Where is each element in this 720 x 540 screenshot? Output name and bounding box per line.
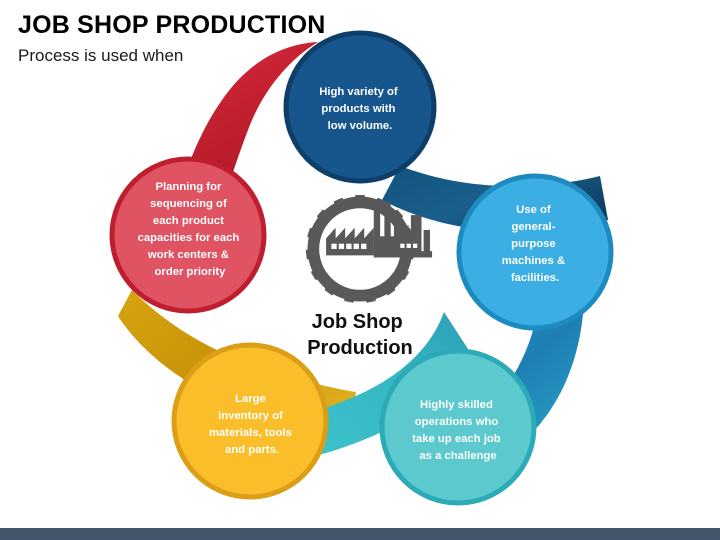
node-label: Highly skilled operations who take up ea… [412,399,504,462]
factory-gear-icon [305,194,433,303]
node-circle[interactable] [109,156,267,314]
node-general-purpose[interactable]: Use of general- purpose machines & facil… [456,173,614,331]
node-high-variety[interactable]: High variety of products with low volume… [283,30,437,184]
node-circle[interactable] [456,173,614,331]
node-planning-sequencing[interactable]: Planning for sequencing of each product … [109,156,267,314]
node-label: Planning for sequencing of each product … [138,181,243,278]
center-title: Job Shop Production [307,311,413,359]
page-title: JOB SHOP PRODUCTION [18,11,326,39]
node-highly-skilled[interactable]: Highly skilled operations who take up ea… [379,348,537,506]
node-large-inventory[interactable]: Large inventory of materials, tools and … [171,342,329,500]
node-circle[interactable] [379,348,537,506]
title-block: JOB SHOP PRODUCTION Process is used when [18,11,438,65]
center-group: Job Shop Production [305,194,433,359]
node-circle[interactable] [283,30,437,184]
page-subtitle: Process is used when [18,45,184,65]
node-label: Use of general- purpose machines & facil… [502,204,569,284]
node-circle[interactable] [171,342,329,500]
node-label: High variety of products with low volume… [319,86,401,132]
node-label: Large inventory of materials, tools and … [209,393,295,456]
footer-bar [0,528,720,540]
